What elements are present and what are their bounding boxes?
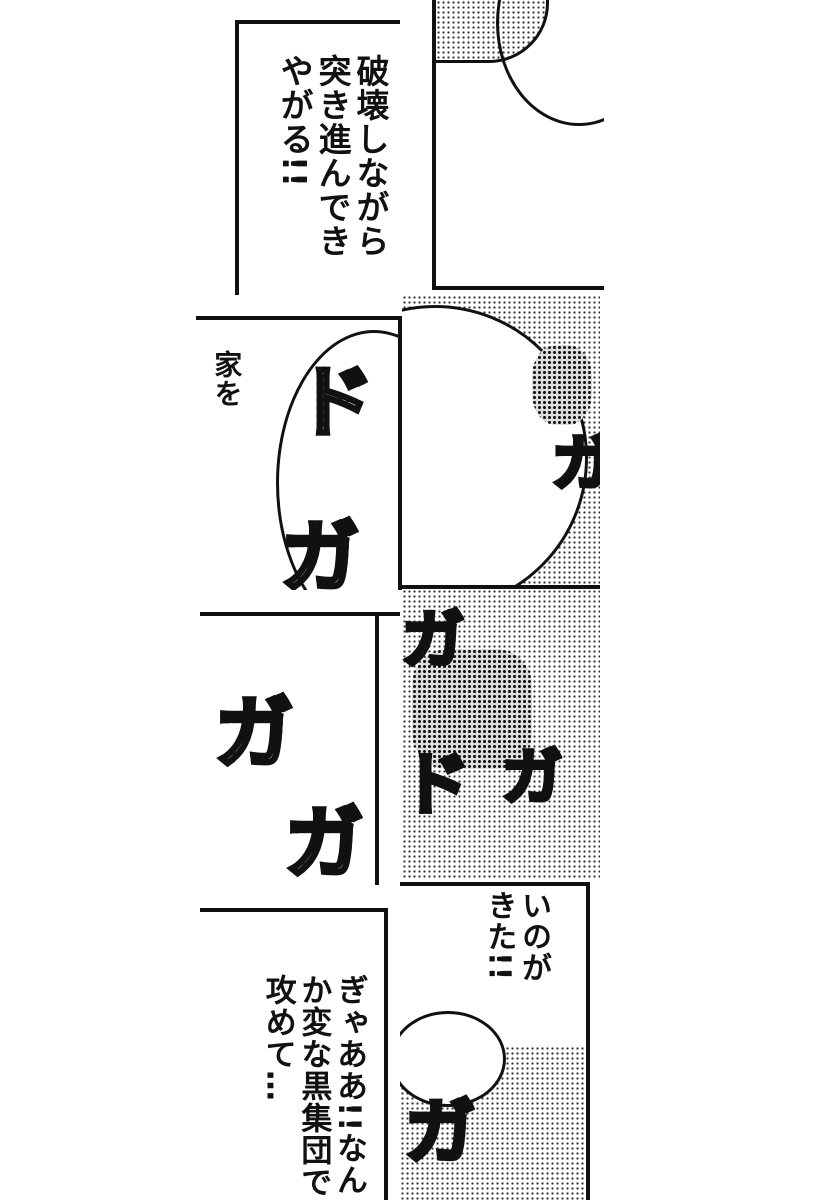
panel-6: ガ ド ガ [402, 585, 600, 880]
panel-7: ぎゃああ!!なんか変な黒集団で攻めて… [200, 908, 388, 1200]
panel-5: ガ ガ [200, 612, 400, 885]
sfx-ga: ガ [403, 1076, 477, 1177]
sfx-do: ド [402, 729, 472, 828]
sfx-ga: ガ [550, 415, 600, 502]
caption-text: 破壊しながら突き進んできやがる!! [275, 54, 390, 258]
caption-text: ぎゃああ!!なんか変な黒集団で攻めて… [259, 974, 367, 1198]
sfx-ga: ガ [279, 495, 361, 590]
panel-3: 家を ド ガ [196, 316, 402, 590]
panel-4: ガ [402, 295, 600, 585]
sfx-ga: ガ [283, 781, 365, 885]
character-outline [496, 0, 604, 126]
debris [412, 649, 532, 769]
sfx-do: ド [294, 340, 376, 452]
character-head [400, 1011, 506, 1107]
caption-text: いのがきた!! [481, 890, 552, 983]
caption-box: 破壊しながら突き進んできやがる!! [235, 20, 400, 295]
sfx-ga: ガ [500, 729, 564, 816]
wall-line [375, 616, 379, 885]
debris [532, 345, 592, 425]
sfx-ga: ガ [213, 671, 295, 783]
panel-8: いのがきた!! ガ [400, 882, 590, 1200]
sfx-ga: ガ [402, 589, 466, 679]
panel-1: 破壊しながら突き進んできやがる!! [200, 0, 400, 295]
caption-text: 家を [210, 350, 244, 408]
panel-2 [432, 0, 604, 290]
